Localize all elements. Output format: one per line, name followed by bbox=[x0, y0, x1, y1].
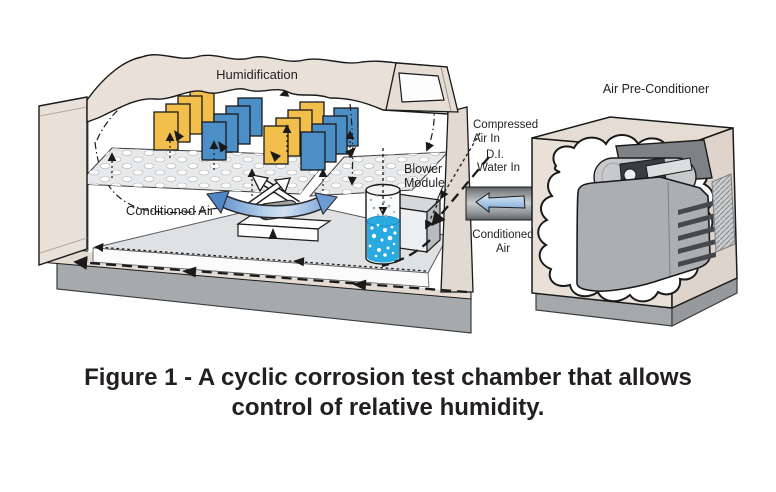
compressed-air-label-line1: Compressed bbox=[473, 119, 538, 131]
compressed-air-line bbox=[440, 132, 481, 200]
chamber-left-wall bbox=[38, 96, 88, 266]
figure-caption-line1: Figure 1 - A cyclic corrosion test chamb… bbox=[84, 364, 692, 391]
airflow-bottom-return bbox=[73, 239, 468, 294]
inlet-lines bbox=[425, 132, 490, 230]
precon-filter-vent bbox=[711, 173, 736, 253]
blower-module-leader-line bbox=[435, 185, 444, 204]
bubbler-water-surface bbox=[366, 215, 400, 227]
bubbler-water bbox=[367, 221, 399, 263]
conditioned-air-label-duct-line1: Conditioned bbox=[472, 229, 533, 241]
wall-seam-top bbox=[39, 106, 88, 117]
figure-caption-line2: control of relative humidity. bbox=[232, 394, 545, 421]
compressor-machine bbox=[576, 139, 716, 292]
fan-box-front bbox=[237, 223, 319, 242]
fan-swirl-arrow bbox=[206, 190, 339, 219]
airflow-down-arc bbox=[347, 103, 357, 186]
di-water-line bbox=[431, 156, 490, 227]
conditioned-air-label-duct-line2: Air bbox=[496, 243, 510, 255]
sample-panels-group2-yellow bbox=[263, 101, 325, 165]
fan-assembly bbox=[206, 174, 339, 242]
di-water-label-line2: Water In bbox=[477, 162, 520, 174]
air-pre-conditioner bbox=[531, 116, 738, 327]
chamber-right-band bbox=[440, 106, 474, 293]
hood-window bbox=[398, 72, 445, 103]
di-water-label-line1: D.I. bbox=[486, 149, 504, 161]
bubbles bbox=[368, 223, 397, 258]
conditioned-air-duct bbox=[465, 186, 537, 221]
compressed-air-label-line2: Air In bbox=[473, 133, 500, 145]
compressor-body bbox=[576, 176, 711, 292]
blower-module-label-line1: Blower bbox=[404, 162, 442, 176]
wall-seam-bottom bbox=[39, 237, 88, 254]
fan-up-arrowhead bbox=[268, 228, 278, 239]
airflow-up-arrows bbox=[107, 124, 356, 196]
blower-module-label-line2: Module bbox=[404, 176, 445, 190]
test-chamber bbox=[38, 54, 474, 334]
humidification-label: Humidification bbox=[216, 67, 298, 82]
chamber-hood bbox=[385, 62, 459, 113]
compressor-louvers bbox=[678, 200, 716, 267]
mist-droplets bbox=[369, 195, 395, 218]
conditioned-air-label-chamber: Conditioned Air bbox=[126, 203, 215, 218]
sample-panels-group2-blue bbox=[300, 107, 359, 171]
duct-flow-arrow bbox=[475, 192, 526, 214]
chamber-floor-front bbox=[92, 247, 430, 288]
air-pre-conditioner-title: Air Pre-Conditioner bbox=[603, 82, 709, 96]
